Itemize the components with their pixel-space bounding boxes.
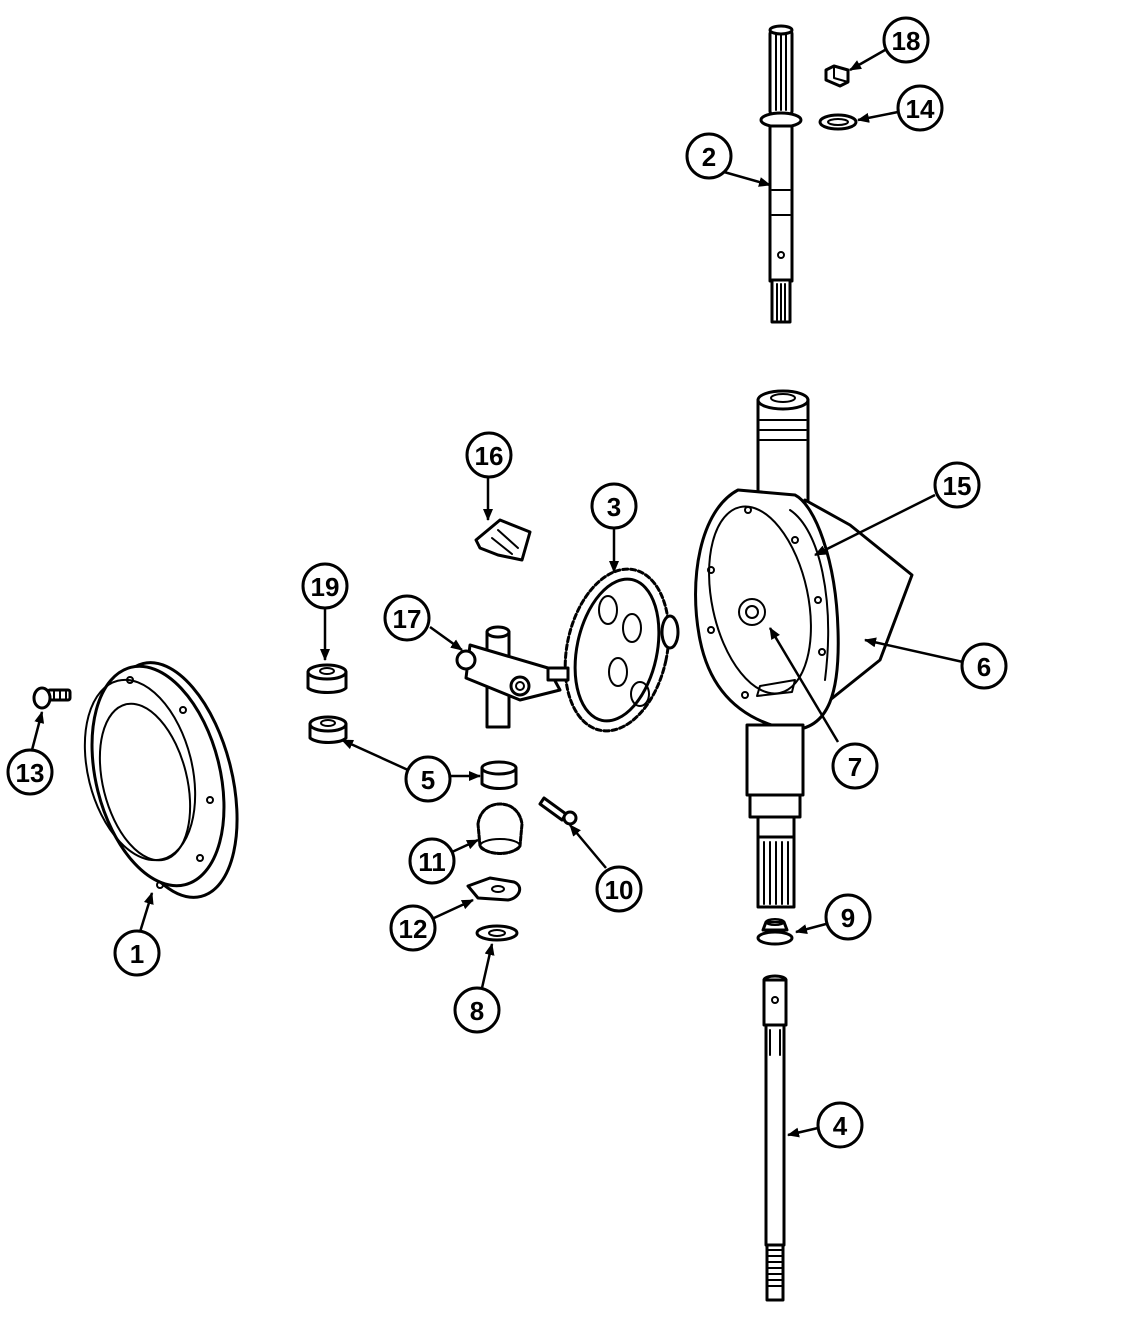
callout-8-label: 8: [470, 996, 484, 1026]
callout-13: 13: [6, 748, 54, 796]
part-4-lower-shaft: [762, 974, 788, 1302]
callout-9: 9: [824, 893, 872, 941]
part-5-bearing-upper: [308, 715, 348, 744]
callout-3: 3: [590, 482, 638, 530]
part-11-pinion-gear: [476, 802, 524, 855]
callout-13-label: 13: [16, 758, 45, 788]
callout-7-label: 7: [848, 752, 862, 782]
callout-3-label: 3: [607, 492, 621, 522]
callout-14-label: 14: [906, 94, 935, 124]
callout-12: 12: [389, 904, 437, 952]
callout-11-label: 11: [418, 847, 446, 877]
callout-17-label: 17: [393, 604, 422, 634]
part-1-gearcase-cover: [83, 661, 239, 899]
part-12-thrust-plate: [466, 876, 522, 902]
callout-9-label: 9: [841, 903, 855, 933]
callout-1: 1: [113, 929, 161, 977]
callout-1-label: 1: [130, 939, 144, 969]
callout-8: 8: [453, 986, 501, 1034]
callout-10: 10: [595, 865, 643, 913]
callout-19: 19: [301, 562, 349, 610]
callout-19-label: 19: [311, 572, 340, 602]
part-13-bolt: [32, 686, 72, 710]
part-16-spring-clip: [474, 518, 532, 562]
callout-6: 6: [960, 642, 1008, 690]
callout-2-label: 2: [702, 142, 716, 172]
part-8-washer: [475, 924, 519, 942]
callout-18-label: 18: [892, 26, 921, 56]
callout-16-label: 16: [475, 441, 504, 471]
callout-10-label: 10: [605, 875, 634, 905]
callout-12-label: 12: [399, 914, 428, 944]
callout-2: 2: [685, 132, 733, 180]
part-10-pin: [538, 796, 578, 826]
callout-7: 7: [831, 742, 879, 790]
part-19-bearing: [306, 663, 348, 694]
part-5-bearing-lower: [480, 760, 518, 790]
callout-6-label: 6: [977, 652, 991, 682]
part-17-pinion-assembly: [455, 625, 570, 729]
callout-15: 15: [933, 461, 981, 509]
part-14-washer: [818, 113, 858, 131]
part-3-drive-gear: [563, 567, 680, 733]
callout-15-label: 15: [943, 471, 972, 501]
part-2-drive-shaft: [759, 24, 803, 324]
callout-4-label: 4: [833, 1111, 848, 1141]
part-18-clip: [824, 64, 850, 88]
callout-5: 5: [404, 755, 452, 803]
part-6-gearcase-housing: [694, 389, 914, 909]
part-9-seal: [756, 918, 794, 946]
callout-16: 16: [465, 431, 513, 479]
callout-11: 11: [408, 837, 456, 885]
callout-18: 18: [882, 16, 930, 64]
callout-4: 4: [816, 1101, 864, 1149]
callout-14: 14: [896, 84, 944, 132]
callout-17: 17: [383, 594, 431, 642]
callout-5-label: 5: [421, 765, 435, 795]
